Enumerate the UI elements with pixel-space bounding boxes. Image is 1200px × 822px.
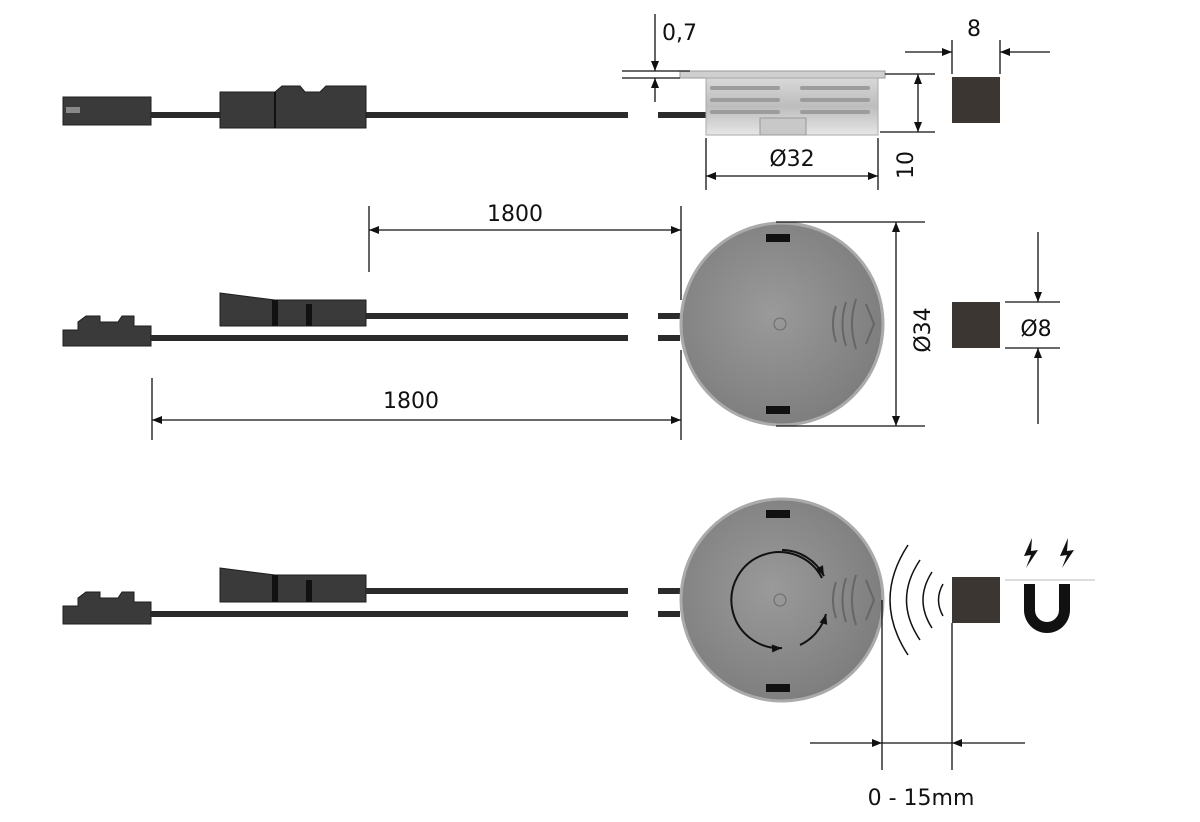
lightning-icon <box>1024 538 1074 568</box>
sensor-side <box>679 70 886 136</box>
operation-view: 0 - 15mm <box>62 497 1095 811</box>
flange-thickness-label: 0,7 <box>662 21 697 46</box>
cable-length-bottom-label: 1800 <box>383 389 439 414</box>
magnet-diameter-label: Ø8 <box>1020 317 1051 342</box>
detection-range-label: 0 - 15mm <box>868 786 975 811</box>
body-diameter-label: Ø32 <box>769 147 814 172</box>
magnet <box>952 577 1000 623</box>
sensor-diameter-label: Ø34 <box>911 307 936 352</box>
height-label: 10 <box>894 151 919 179</box>
inline-connector <box>219 85 367 129</box>
magnet-top <box>952 302 1000 348</box>
rotation-arrows-icon <box>730 549 828 653</box>
top-view: 1800 1800 Ø34 Ø8 <box>62 202 1060 440</box>
horseshoe-magnet-icon <box>1024 584 1070 633</box>
cable-length-top-label: 1800 <box>487 202 543 227</box>
side-view: 0,7 Ø32 10 8 <box>62 14 1050 190</box>
magnet-width-label: 8 <box>967 17 981 42</box>
sensor-disc <box>679 221 885 427</box>
signal-waves-icon <box>889 544 944 656</box>
magnet-side <box>952 77 1000 123</box>
